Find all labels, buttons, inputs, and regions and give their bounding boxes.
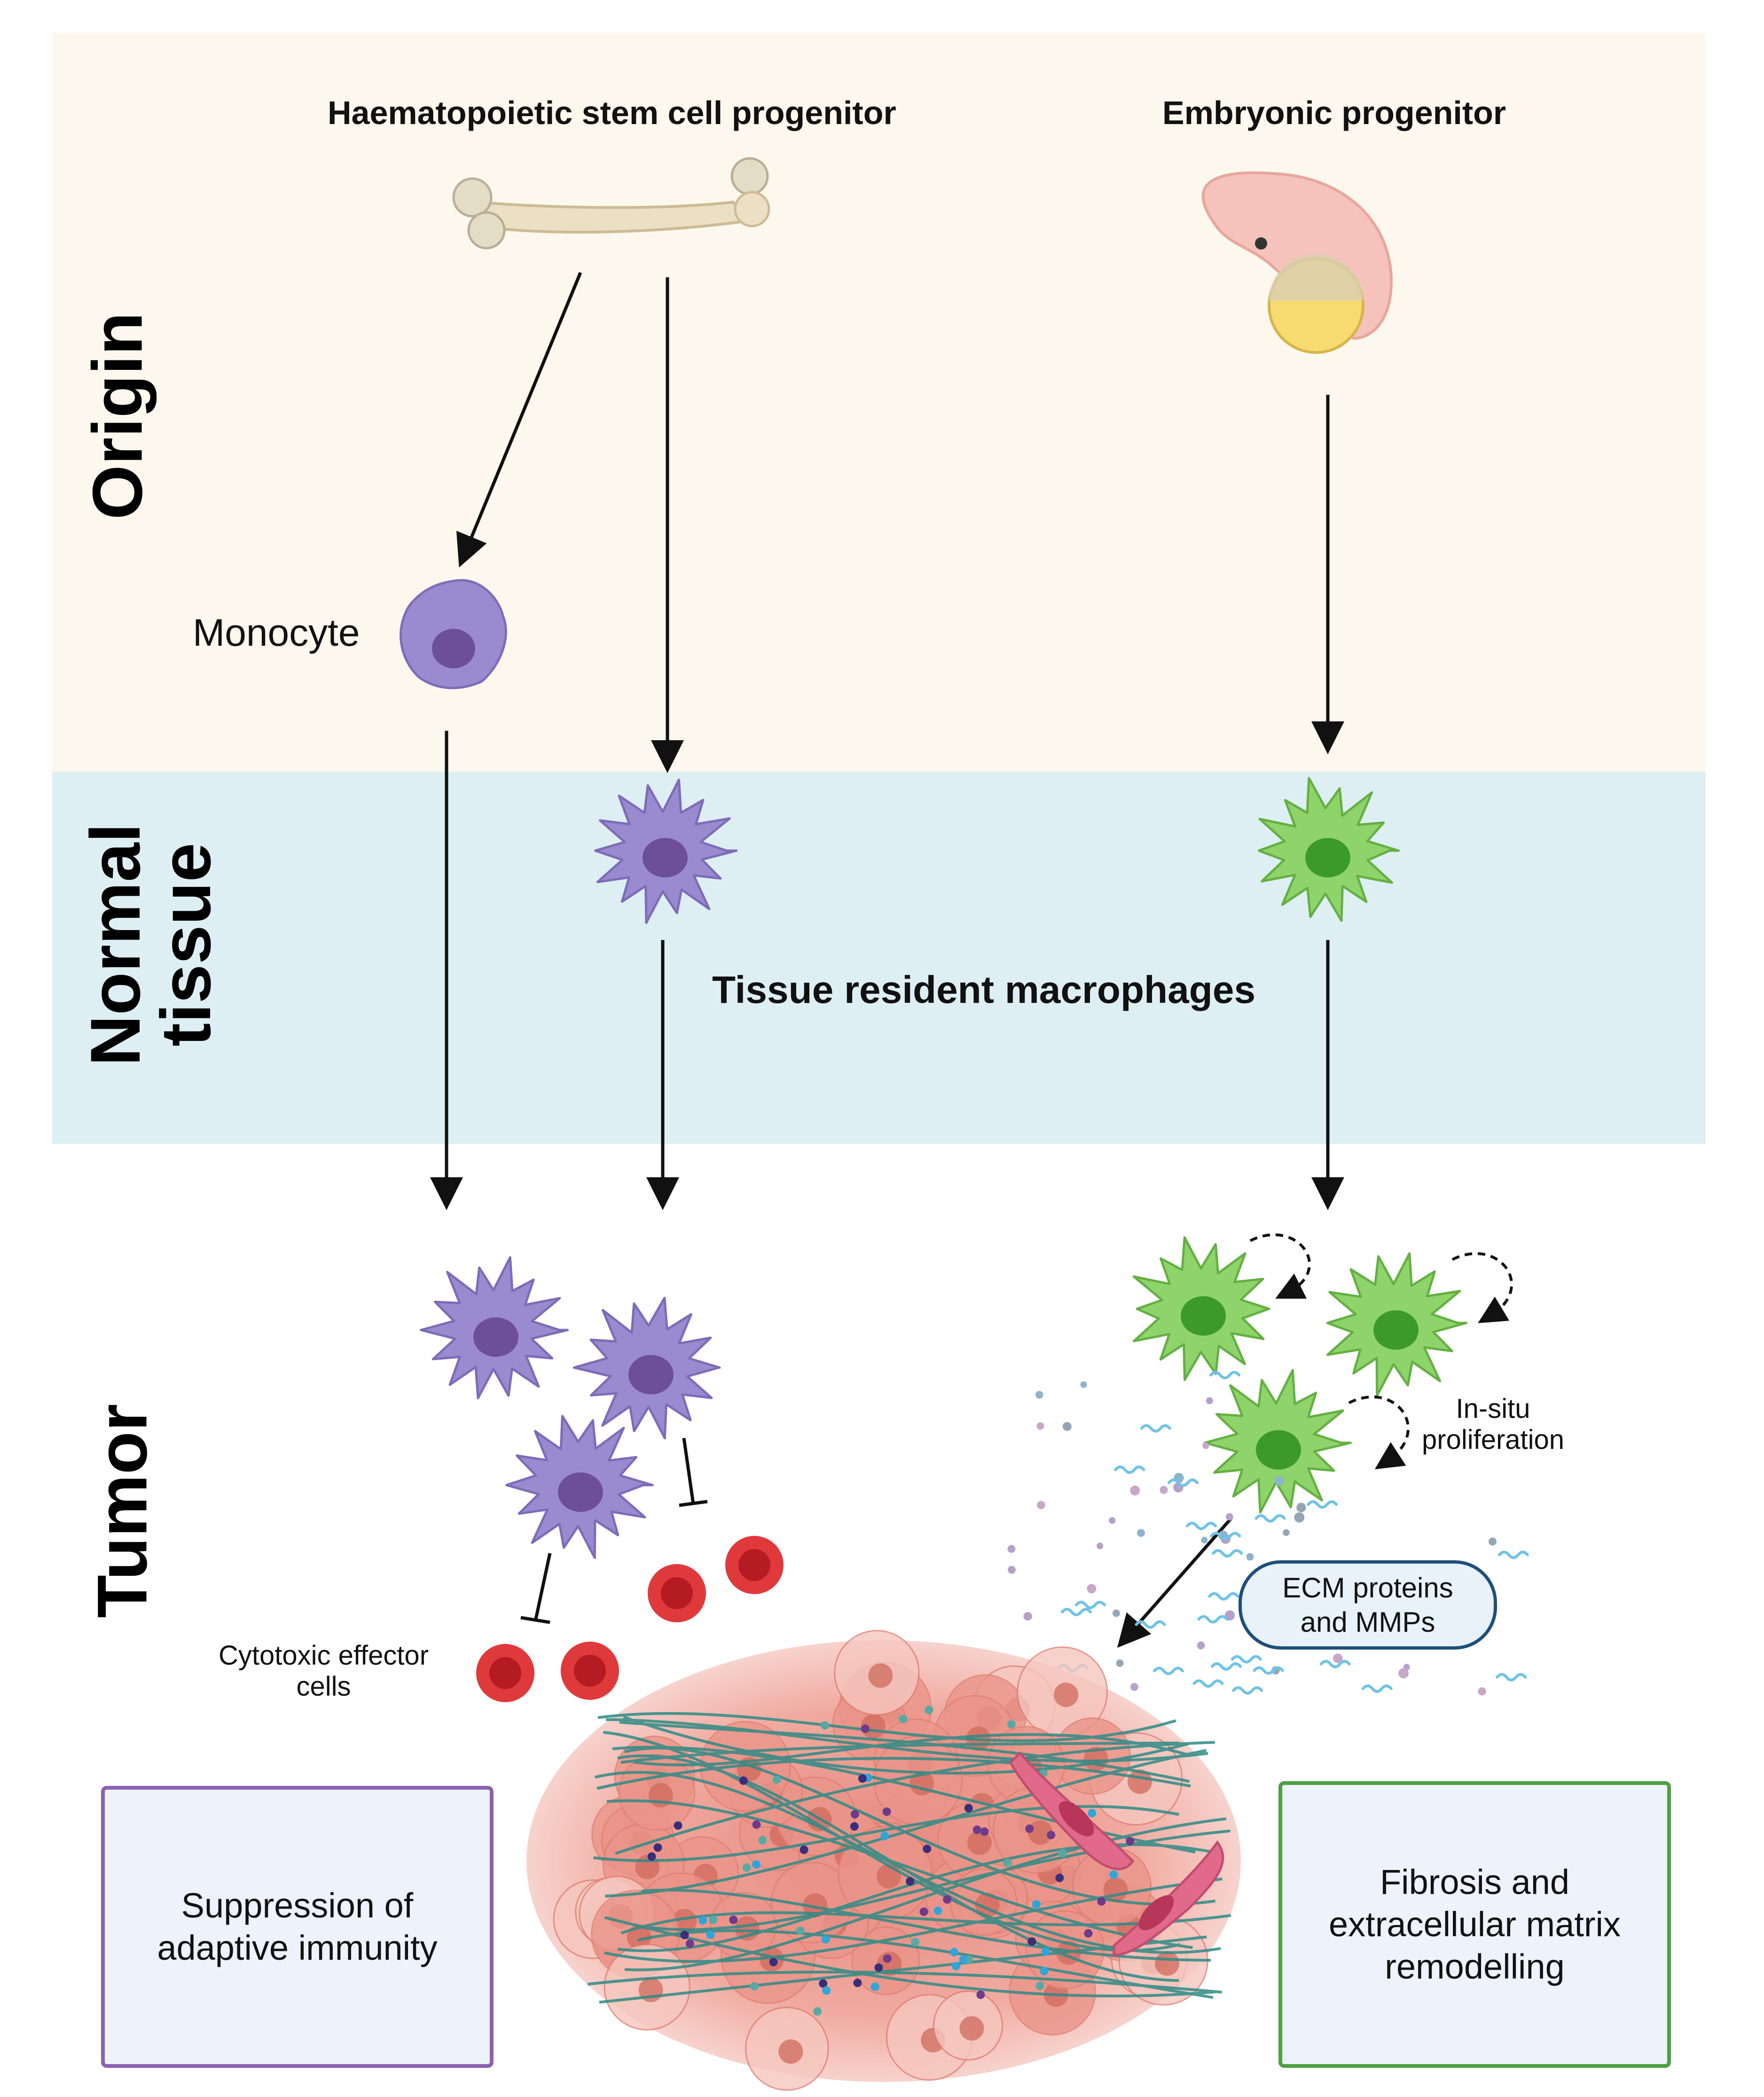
tumor-macrophage-purple-icon: [420, 1256, 569, 1400]
embryo-icon: [1201, 171, 1393, 354]
tumor-mass-icon: [526, 1630, 1241, 2091]
proliferation-label-line2: proliferation: [1422, 1424, 1565, 1455]
proliferation-label-line1: In-situ: [1456, 1393, 1530, 1424]
suppression-label-line1: Suppression of: [181, 1886, 414, 1925]
suppression-outcome-box: Suppression of adaptive immunity: [101, 1786, 494, 2068]
inhibition-lines: [520, 1438, 708, 1624]
origin-title-hsc: Haematopoietic stem cell progenitor: [328, 94, 896, 131]
tissue-resident-macrophages-label: Tissue resident macrophages: [712, 969, 1256, 1011]
origin-title-embryonic: Embryonic progenitor: [1162, 94, 1506, 131]
ecm-label-line1: ECM proteins: [1282, 1572, 1453, 1604]
arrow-green-macrophage-to-tumor-mass: [1117, 1517, 1233, 1648]
tissue-macrophage-purple-icon: [594, 778, 738, 924]
section-label-normal-tissue: Normal tissue: [76, 823, 225, 1066]
lineage-arrows: [430, 272, 1344, 1648]
tissue-macrophage-green-icon: [1258, 777, 1400, 922]
cytotoxic-cell-icons: [476, 1536, 784, 1702]
bone-icon: [452, 157, 770, 250]
fibrosis-label-line2: extracellular matrix: [1329, 1904, 1621, 1944]
cytotoxic-label-line1: Cytotoxic effector: [219, 1640, 429, 1671]
tumor-macrophage-green-icon: [1326, 1252, 1468, 1397]
ecm-label-line2: and MMPs: [1300, 1606, 1435, 1638]
section-label-tumor: Tumor: [82, 1404, 162, 1618]
ecm-mmps-pill: ECM proteins and MMPs: [1239, 1560, 1497, 1650]
monocyte-cell-icon: [400, 579, 507, 689]
tumor-macrophage-green-icon: [1204, 1369, 1352, 1514]
cytotoxic-label-line2: cells: [296, 1671, 351, 1702]
fibrosis-outcome-box: Fibrosis and extracellular matrix remode…: [1278, 1781, 1671, 2068]
normal-label-line2: tissue: [146, 843, 225, 1047]
normal-label-line1: Normal: [76, 823, 155, 1066]
suppression-label-line2: adaptive immunity: [157, 1928, 438, 1967]
fibrosis-label-line1: Fibrosis and: [1380, 1862, 1570, 1901]
monocyte-label: Monocyte: [193, 611, 360, 654]
tumor-macrophage-green-icon: [1132, 1236, 1270, 1381]
tumor-macrophage-purple-icon: [505, 1415, 654, 1559]
tumor-macrophage-purple-icon: [572, 1297, 721, 1440]
proliferation-loop-icons: [1249, 1233, 1513, 1470]
normal-tissue-band: [52, 772, 1706, 1144]
cytotoxic-cells-label: Cytotoxic effector cells: [219, 1640, 429, 1702]
arrow-hsc-to-monocyte: [456, 272, 582, 568]
fibrosis-label-line3: remodelling: [1385, 1947, 1565, 1987]
in-situ-proliferation-label: In-situ proliferation: [1422, 1393, 1564, 1455]
origin-band: [52, 33, 1706, 772]
section-label-origin: Origin: [78, 312, 157, 520]
